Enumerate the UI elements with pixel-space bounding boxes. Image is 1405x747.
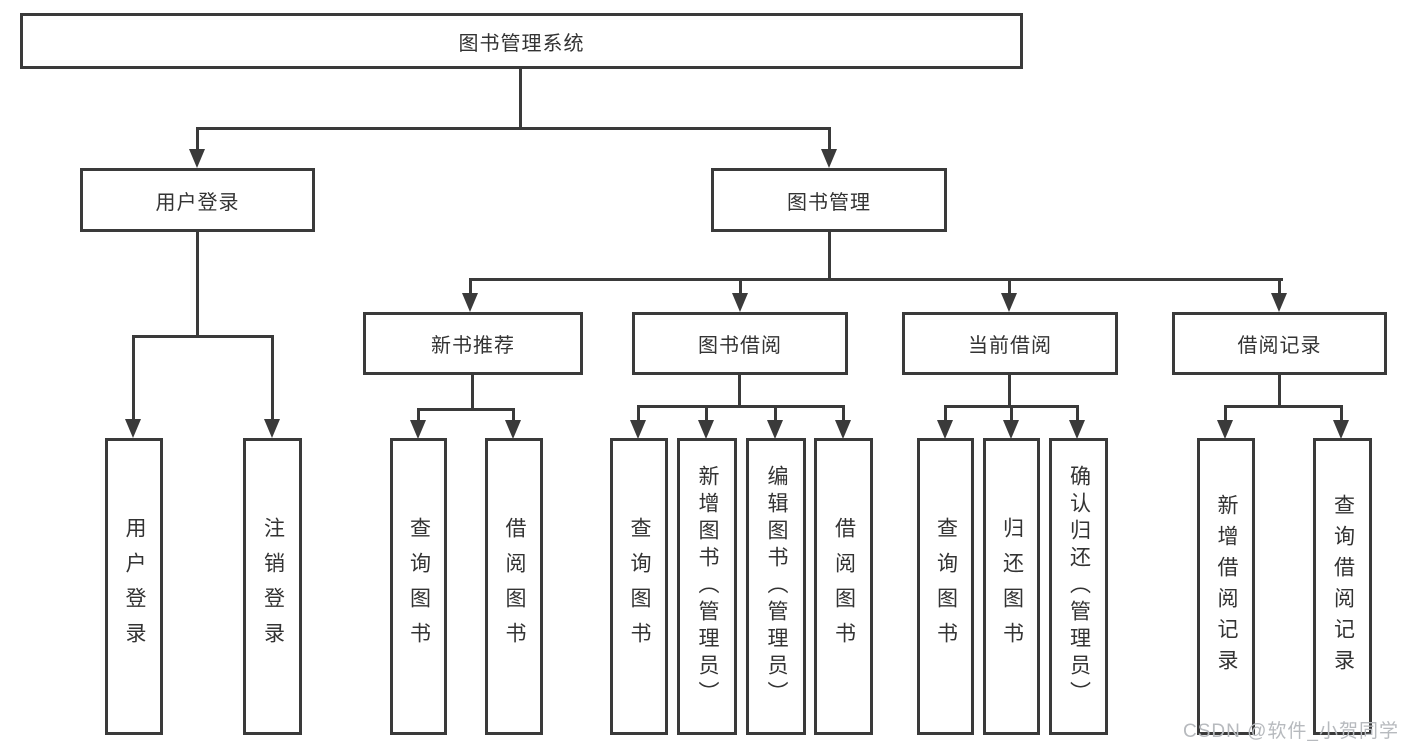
connector-segment (828, 232, 831, 278)
connector-segment (1278, 278, 1281, 294)
connector-segment (1008, 375, 1011, 405)
connector-segment (271, 335, 274, 420)
connector-segment (519, 69, 522, 127)
leaf-logout-label: 注销登录 (261, 516, 285, 657)
arrow-down-icon (410, 420, 426, 439)
leaf-borrow-add-books-admin-label: 新增图书（管理员） (696, 465, 719, 708)
arrow-down-icon (732, 293, 748, 312)
leaf-newbook-borrow-books: 借阅图书 (485, 438, 543, 735)
arrow-down-icon (189, 149, 205, 168)
node-current-borrow: 当前借阅 (902, 312, 1118, 375)
arrow-down-icon (835, 420, 851, 439)
leaf-current-confirm-return-admin-label: 确认归还（管理员） (1067, 465, 1091, 708)
leaf-borrow-add-books-admin: 新增图书（管理员） (677, 438, 737, 735)
leaf-record-query-borrow-record-label: 查询借阅记录 (1331, 493, 1355, 680)
arrow-down-icon (630, 420, 646, 439)
arrow-down-icon (505, 420, 521, 439)
connector-segment (774, 405, 777, 420)
arrow-down-icon (462, 293, 478, 312)
leaf-current-return-books-label: 归还图书 (1000, 516, 1024, 657)
leaf-user-login: 用户登录 (105, 438, 163, 735)
connector-segment (637, 405, 845, 408)
arrow-down-icon (1001, 293, 1017, 312)
connector-segment (417, 408, 420, 422)
connector-segment (944, 405, 947, 420)
connector-segment (842, 405, 845, 420)
leaf-current-query-books-label: 查询图书 (934, 516, 958, 657)
connector-segment (739, 278, 742, 294)
leaf-current-confirm-return-admin: 确认归还（管理员） (1049, 438, 1108, 735)
node-user-login: 用户登录 (80, 168, 315, 232)
node-borrow-record: 借阅记录 (1172, 312, 1387, 375)
connector-segment (196, 127, 831, 130)
connector-segment (1224, 405, 1227, 420)
leaf-current-query-books: 查询图书 (917, 438, 974, 735)
arrow-down-icon (1271, 293, 1287, 312)
leaf-borrow-edit-books-admin-label: 编辑图书（管理员） (765, 465, 788, 708)
leaf-record-query-borrow-record: 查询借阅记录 (1313, 438, 1372, 735)
leaf-current-return-books: 归还图书 (983, 438, 1040, 735)
arrow-down-icon (937, 420, 953, 439)
leaf-borrow-query-books-label: 查询图书 (628, 516, 651, 657)
connector-segment (1008, 278, 1011, 294)
node-book-management: 图书管理 (711, 168, 947, 232)
connector-segment (132, 335, 274, 338)
leaf-newbook-borrow-books-label: 借阅图书 (503, 516, 526, 657)
connector-segment (1340, 405, 1343, 420)
node-current-borrow-label: 当前借阅 (968, 335, 1052, 357)
node-book-borrow-label: 图书借阅 (698, 335, 782, 357)
connector-segment (469, 278, 1283, 281)
node-root-label: 图书管理系统 (458, 32, 585, 55)
arrow-down-icon (1217, 420, 1233, 439)
connector-segment (469, 278, 472, 294)
connector-segment (132, 335, 135, 420)
connector-segment (828, 127, 831, 152)
connector-segment (512, 408, 515, 422)
node-root: 图书管理系统 (20, 13, 1023, 69)
connector-segment (417, 408, 515, 411)
arrow-down-icon (767, 420, 783, 439)
watermark: CSDN @软件_小贺同学 (1183, 721, 1399, 742)
connector-segment (471, 375, 474, 408)
node-new-book-recommend: 新书推荐 (363, 312, 583, 375)
connector-segment (738, 375, 741, 405)
node-borrow-record-label: 借阅记录 (1237, 335, 1322, 357)
leaf-record-add-borrow-record-label: 新增借阅记录 (1215, 493, 1238, 680)
connector-segment (1224, 405, 1343, 408)
node-user-login-label: 用户登录 (155, 191, 240, 214)
leaf-user-login-label: 用户登录 (123, 516, 146, 657)
node-book-borrow: 图书借阅 (632, 312, 848, 375)
arrow-down-icon (264, 419, 280, 438)
connector-segment (1076, 405, 1079, 420)
connector-segment (1010, 405, 1013, 420)
connector-segment (196, 127, 199, 152)
arrow-down-icon (1069, 420, 1085, 439)
leaf-newbook-query-books: 查询图书 (390, 438, 447, 735)
connector-segment (705, 405, 708, 420)
connector-segment (637, 405, 640, 420)
leaf-borrow-borrow-books: 借阅图书 (814, 438, 873, 735)
arrow-down-icon (698, 420, 714, 439)
arrow-down-icon (125, 419, 141, 438)
leaf-record-add-borrow-record: 新增借阅记录 (1197, 438, 1255, 735)
connector-segment (196, 232, 199, 335)
connector-segment (1278, 375, 1281, 405)
arrow-down-icon (1003, 420, 1019, 439)
leaf-logout: 注销登录 (243, 438, 302, 735)
leaf-borrow-query-books: 查询图书 (610, 438, 668, 735)
arrow-down-icon (1333, 420, 1349, 439)
arrow-down-icon (821, 149, 837, 168)
node-new-book-recommend-label: 新书推荐 (431, 335, 515, 357)
node-book-management-label: 图书管理 (787, 191, 871, 214)
leaf-borrow-borrow-books-label: 借阅图书 (832, 516, 856, 657)
leaf-newbook-query-books-label: 查询图书 (407, 516, 431, 657)
leaf-borrow-edit-books-admin: 编辑图书（管理员） (746, 438, 806, 735)
